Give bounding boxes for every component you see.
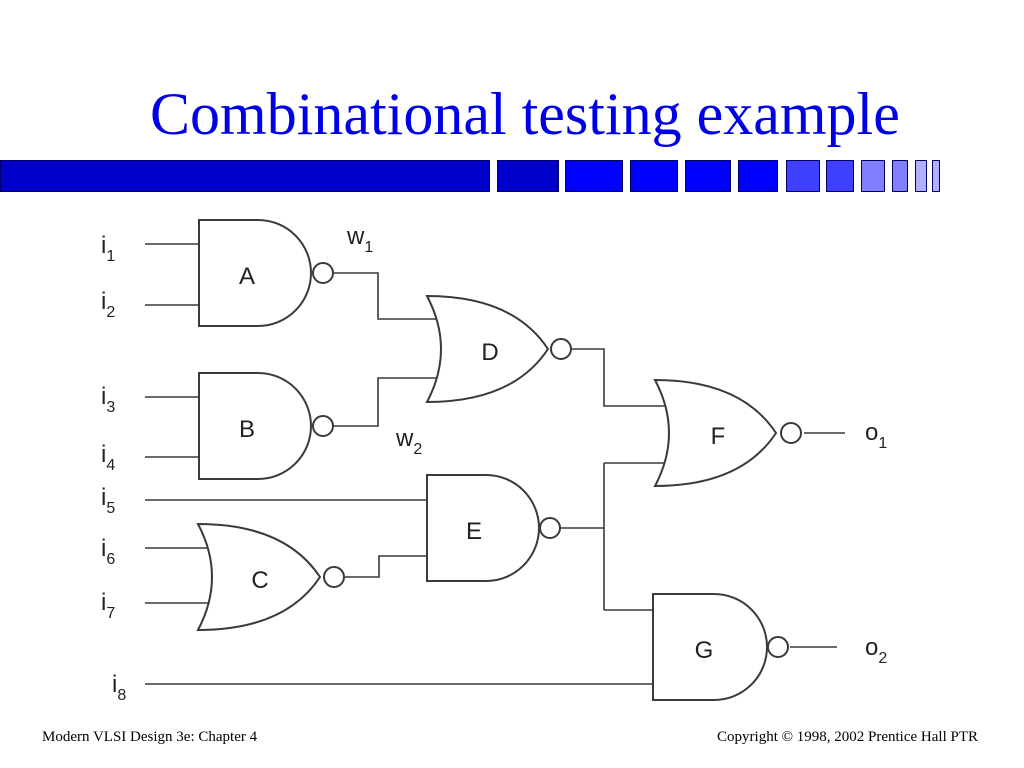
- bar-segment: [892, 160, 908, 192]
- output-label-o2: o2: [865, 634, 887, 667]
- input-label-i5: i5: [101, 484, 115, 517]
- gate-c-bubble: [323, 566, 345, 588]
- title-decoration-bar: [0, 160, 1024, 194]
- gate-f-nor: [653, 378, 778, 488]
- gate-g-bubble: [767, 636, 789, 658]
- bar-segment: [932, 160, 940, 192]
- wire-w2: [334, 377, 440, 427]
- gate-e-label: E: [466, 518, 482, 545]
- gate-f-bubble: [780, 422, 802, 444]
- gate-d-label: D: [481, 339, 498, 366]
- gate-b-nand: [198, 372, 312, 480]
- gate-g-nand: [652, 593, 768, 701]
- gate-e-nand: [426, 474, 540, 582]
- bar-segment: [565, 160, 623, 192]
- gate-e-bubble: [539, 517, 561, 539]
- bar-segment: [915, 160, 927, 192]
- gate-b-label: B: [239, 416, 255, 443]
- bar-segment: [497, 160, 559, 192]
- footer-copyright: Copyright © 1998, 2002 Prentice Hall PTR: [717, 729, 978, 745]
- wire-label-w1: w1: [346, 223, 373, 256]
- input-label-i1: i1: [101, 232, 115, 265]
- gate-d-nor: [425, 294, 550, 404]
- bar-segment: [685, 160, 731, 192]
- bar-segment: [861, 160, 885, 192]
- wire-label-w2: w2: [395, 425, 422, 458]
- bar-segment: [826, 160, 854, 192]
- input-label-i7: i7: [101, 589, 115, 622]
- footer-book-title: Modern VLSI Design 3e: Chapter 4: [42, 729, 258, 745]
- gate-a-nand: [198, 219, 312, 327]
- logic-circuit-diagram: A B C D E F G i1 i2 i3 i4 i5 i6 i7 i8 w1…: [101, 219, 887, 704]
- input-label-i3: i3: [101, 383, 115, 416]
- bar-segment: [0, 160, 490, 192]
- gate-a-label: A: [239, 263, 255, 290]
- wire-c-out: [345, 555, 427, 578]
- wire-w1: [334, 272, 440, 320]
- wire-d-out: [572, 348, 670, 407]
- slide-title: Combinational testing example: [150, 81, 900, 147]
- bar-segment: [786, 160, 820, 192]
- bar-segment: [738, 160, 778, 192]
- gate-c-label: C: [251, 567, 268, 594]
- gate-b-bubble: [312, 415, 334, 437]
- gate-d-bubble: [550, 338, 572, 360]
- input-label-i2: i2: [101, 288, 115, 321]
- bar-segment: [630, 160, 678, 192]
- gate-c-nor: [196, 522, 322, 632]
- input-label-i8: i8: [112, 671, 126, 704]
- input-label-i4: i4: [101, 441, 115, 474]
- gate-g-label: G: [695, 637, 714, 664]
- output-label-o1: o1: [865, 419, 887, 452]
- gate-a-bubble: [312, 262, 334, 284]
- input-label-i6: i6: [101, 535, 115, 568]
- gate-f-label: F: [711, 423, 726, 450]
